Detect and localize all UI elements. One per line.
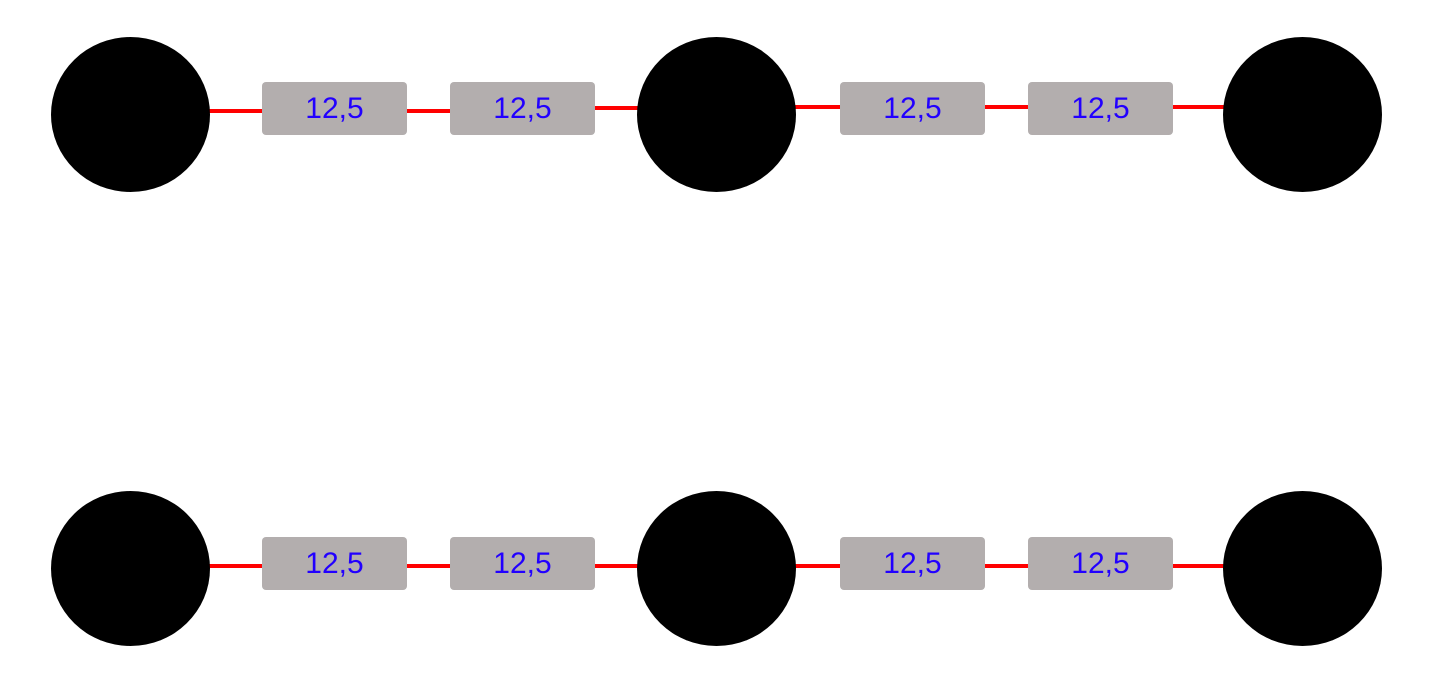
connector-line [592, 106, 640, 110]
connector-line [208, 109, 264, 113]
edge-label[interactable]: 12,5 [262, 537, 407, 590]
connector-line [792, 105, 842, 109]
node-circle-right[interactable] [1223, 491, 1382, 646]
chain-row-bottom: 12,5 12,5 12,5 12,5 [0, 454, 1435, 689]
chain-row-top: 12,5 12,5 12,5 12,5 [0, 0, 1435, 235]
node-circle-right[interactable] [1223, 37, 1382, 192]
node-circle-middle[interactable] [637, 491, 796, 646]
connector-line [1170, 105, 1226, 109]
node-circle-left[interactable] [51, 37, 210, 192]
connector-line [208, 564, 264, 568]
edge-label[interactable]: 12,5 [1028, 537, 1173, 590]
connector-line [982, 564, 1030, 568]
connector-line [404, 109, 452, 113]
connector-line [404, 564, 452, 568]
connector-line [982, 105, 1030, 109]
connector-line [592, 564, 640, 568]
edge-label[interactable]: 12,5 [1028, 82, 1173, 135]
edge-label[interactable]: 12,5 [450, 537, 595, 590]
node-circle-middle[interactable] [637, 37, 796, 192]
connector-line [792, 564, 842, 568]
connector-line [1170, 564, 1226, 568]
edge-label[interactable]: 12,5 [262, 82, 407, 135]
edge-label[interactable]: 12,5 [840, 82, 985, 135]
edge-label[interactable]: 12,5 [450, 82, 595, 135]
edge-label[interactable]: 12,5 [840, 537, 985, 590]
node-circle-left[interactable] [51, 491, 210, 646]
